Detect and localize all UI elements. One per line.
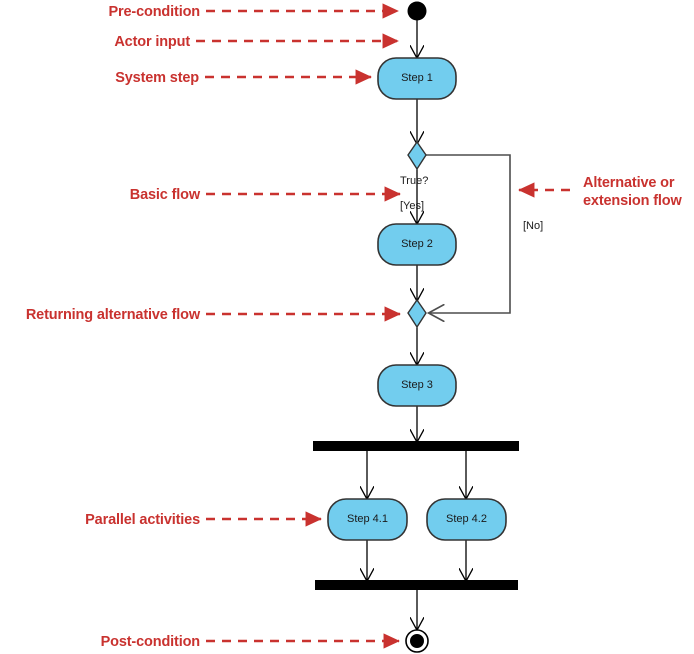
annotation-arrows	[196, 3, 570, 649]
control-flow-edges	[367, 20, 466, 629]
annotation-alternative-or-extension-flow: Alternative or extension flow	[583, 175, 682, 210]
activity-node-step42[interactable]	[426, 498, 507, 541]
annotation-actor-input: Actor input	[114, 34, 190, 50]
merge-node	[407, 298, 427, 329]
activity-node-step2-label: Step 2	[401, 238, 433, 250]
activity-node-step41-label: Step 4.1	[347, 513, 388, 525]
annotation-system-step: System step	[115, 70, 199, 86]
activity-node-step2[interactable]	[377, 223, 457, 266]
annotation-basic-flow: Basic flow	[129, 187, 200, 203]
annotation-post-condition: Post-condition	[100, 634, 201, 650]
activity-node-step3[interactable]	[377, 364, 457, 407]
annotation-pre-condition: Pre-condition	[108, 4, 201, 20]
annotation-parallel-activities: Parallel activities	[85, 512, 200, 528]
activity-node-step1-label: Step 1	[401, 72, 433, 84]
activity-node-step42-label: Step 4.2	[446, 513, 487, 525]
decision-node	[407, 140, 427, 171]
guard-yes-label: [Yes]	[400, 200, 425, 212]
decision-condition-label: True?	[400, 175, 429, 187]
edge-alternative-loop	[426, 154, 511, 313]
guard-no-label: [No]	[523, 220, 544, 232]
fork-bar	[313, 441, 519, 451]
activity-node-step1[interactable]	[377, 57, 457, 100]
final-node-core	[410, 634, 424, 648]
join-bar	[315, 580, 518, 590]
activity-node-step41[interactable]	[327, 498, 408, 541]
activity-node-step3-label: Step 3	[401, 379, 433, 391]
initial-node	[407, 1, 427, 21]
annotation-returning-alternative-flow: Returning alternative flow	[25, 307, 200, 323]
